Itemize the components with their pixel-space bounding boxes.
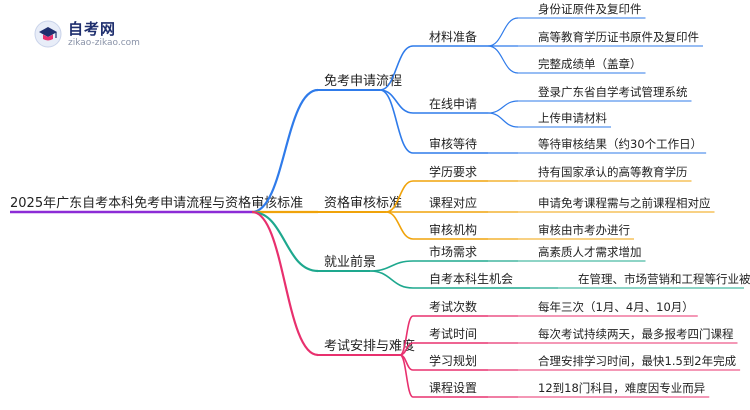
branch-1-label: 免考申请流程 bbox=[324, 74, 402, 89]
leaf-label: 每次考试持续两天，最多报考四门课程 bbox=[538, 327, 734, 341]
subtopic-label: 课程对应 bbox=[429, 195, 477, 210]
logo-url: zikao-zikao.com bbox=[68, 38, 140, 48]
leaf-connector bbox=[487, 45, 519, 74]
subtopic-label: 在线申请 bbox=[429, 97, 477, 111]
leaf-label: 每年三次（1月、4月、10月） bbox=[538, 300, 694, 314]
leaf-label: 申请免考课程需与之前课程相对应 bbox=[538, 196, 711, 210]
graduation-cap-logo-icon bbox=[34, 20, 62, 48]
subtopic-connector bbox=[379, 45, 414, 91]
subtopic-connector bbox=[379, 89, 414, 114]
branch-4-label: 考试安排与难度 bbox=[324, 338, 415, 354]
subtopic-label: 学习规划 bbox=[429, 353, 477, 368]
site-logo: 自考网 zikao-zikao.com bbox=[34, 14, 164, 54]
leaf-label: 12到18门科目，难度因专业而异 bbox=[538, 381, 705, 395]
leaf-connector bbox=[487, 17, 519, 47]
subtopic-label: 市场需求 bbox=[429, 244, 477, 259]
branch-connector bbox=[251, 210, 319, 273]
branch-connector bbox=[251, 88, 319, 214]
subtopic-label: 课程设置 bbox=[429, 380, 477, 395]
leaf-label: 审核由市考办进行 bbox=[538, 223, 630, 237]
subtopic-connector bbox=[385, 211, 414, 240]
leaf-label: 上传申请材料 bbox=[538, 111, 607, 125]
subtopic-label: 材料准备 bbox=[429, 30, 477, 44]
leaf-label: 高等教育学历证书原件及复印件 bbox=[538, 30, 699, 44]
branch-connector bbox=[251, 210, 319, 357]
subtopic-connector bbox=[369, 270, 414, 289]
leaf-label: 持有国家承认的高等教育学历 bbox=[538, 165, 688, 179]
subtopic-label: 审核等待 bbox=[429, 136, 477, 151]
leaf-label: 等待审核结果（约30个工作日） bbox=[538, 137, 702, 151]
leaf-label: 高素质人才需求增加 bbox=[538, 245, 642, 259]
subtopic-connector bbox=[399, 354, 414, 398]
leaf-connector bbox=[487, 100, 519, 114]
branch-2-label: 资格审核标准 bbox=[324, 195, 402, 211]
branch-3-label: 就业前景 bbox=[324, 254, 376, 270]
logo-title: 自考网 bbox=[68, 20, 117, 38]
subtopic-connector bbox=[385, 180, 414, 213]
subtopic-label: 学历要求 bbox=[429, 164, 477, 179]
subtopic-label: 考试次数 bbox=[429, 299, 477, 314]
subtopic-connector bbox=[379, 89, 414, 154]
subtopic-label: 考试时间 bbox=[429, 326, 477, 341]
leaf-label: 登录广东省自学考试管理系统 bbox=[538, 85, 688, 99]
leaf-connector bbox=[487, 112, 519, 128]
subtopic-label: 审核机构 bbox=[429, 222, 477, 237]
leaf-label: 合理安排学习时间，最快1.5到2年完成 bbox=[538, 354, 737, 368]
subtopic-connector bbox=[369, 260, 414, 272]
leaf-label: 身份证原件及复印件 bbox=[538, 2, 642, 16]
leaf-label: 完整成绩单（盖章） bbox=[538, 57, 642, 71]
root-topic: 2025年广东自考本科免考申请流程与资格审核标准 bbox=[10, 195, 303, 211]
subtopic-label: 自考本科生机会 bbox=[429, 272, 513, 286]
leaf-label: 在管理、市场营销和工程等行业被广泛接受 bbox=[578, 272, 750, 286]
